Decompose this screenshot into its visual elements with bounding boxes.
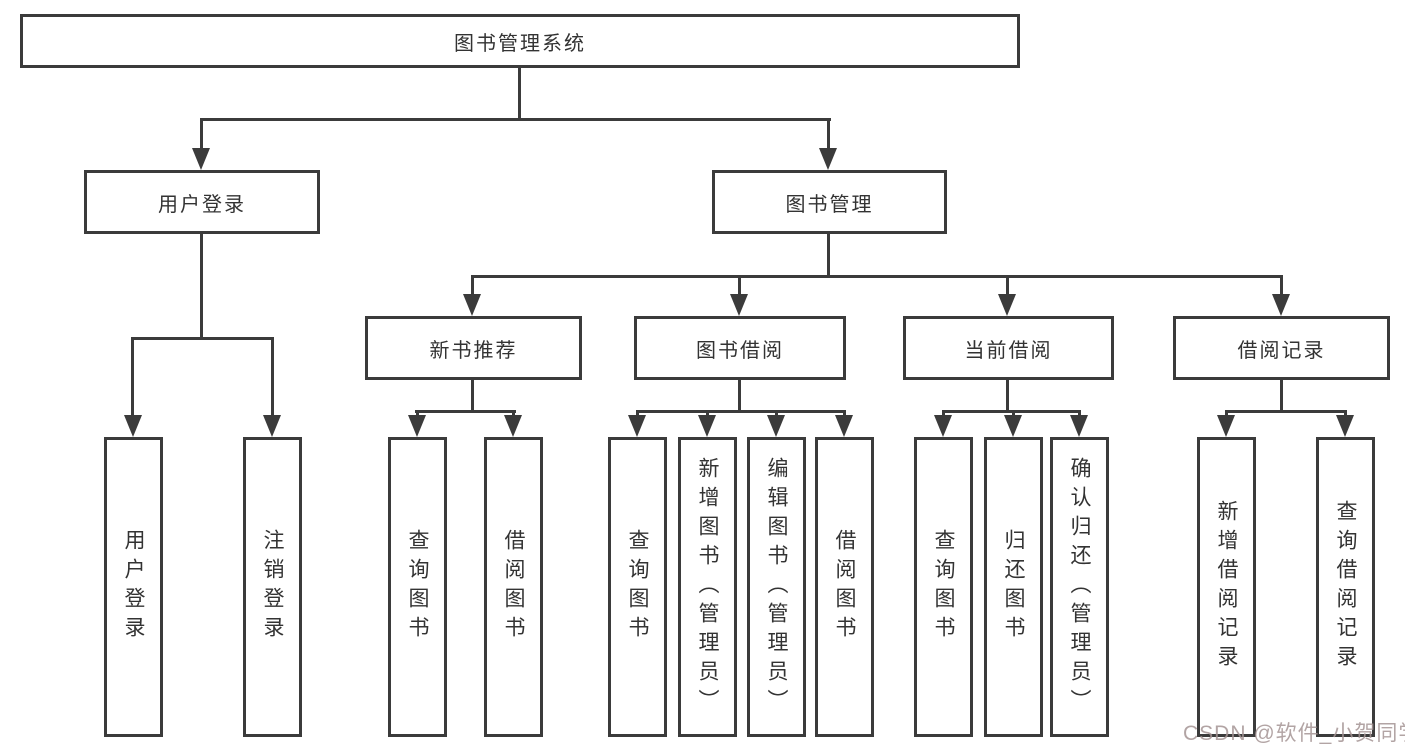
node-root: 图书管理系统 xyxy=(20,14,1020,68)
connector-line xyxy=(827,118,830,152)
arrow-head xyxy=(835,415,853,437)
connector-line xyxy=(942,410,945,419)
node-label: 用户登录 xyxy=(122,529,145,645)
node-label: 查询借阅记录 xyxy=(1334,500,1357,674)
node-label: 新书推荐 xyxy=(429,339,518,362)
node-label: 图书管理 xyxy=(785,193,874,216)
arrow-head xyxy=(192,148,210,170)
connector-line xyxy=(518,66,521,120)
connector-line xyxy=(1006,378,1009,410)
leaf-borrow-books: 借阅图书 xyxy=(815,437,874,737)
arrow-head xyxy=(934,415,952,437)
arrow-head xyxy=(124,415,142,437)
connector-line xyxy=(775,410,778,419)
leaf-add-book-admin: 新增图书（管理员） xyxy=(678,437,737,737)
node-label: 查询图书 xyxy=(406,529,429,645)
arrow-head xyxy=(1004,415,1022,437)
leaf-query-books-recommend: 查询图书 xyxy=(388,437,447,737)
connector-line xyxy=(471,378,474,410)
arrow-head xyxy=(1336,415,1354,437)
leaf-borrow-books-recommend: 借阅图书 xyxy=(484,437,543,737)
leaf-add-borrow-record: 新增借阅记录 xyxy=(1197,437,1256,737)
node-label: 新增图书（管理员） xyxy=(696,456,719,718)
node-label: 借阅记录 xyxy=(1237,339,1326,362)
leaf-user-login: 用户登录 xyxy=(104,437,163,737)
connector-line xyxy=(200,232,203,337)
arrow-head xyxy=(504,415,522,437)
node-label: 确认归还（管理员） xyxy=(1068,456,1091,718)
connector-line xyxy=(1280,378,1283,410)
connector-line xyxy=(1280,275,1283,297)
node-label: 新增借阅记录 xyxy=(1215,500,1238,674)
node-label: 查询图书 xyxy=(626,529,649,645)
connector-line xyxy=(738,275,741,297)
connector-line xyxy=(471,275,1283,278)
connector-line xyxy=(200,118,203,152)
leaf-edit-book-admin: 编辑图书（管理员） xyxy=(747,437,806,737)
watermark: CSDN @软件_小贺同学 xyxy=(1183,722,1405,745)
arrow-head xyxy=(463,294,481,316)
arrow-head xyxy=(698,415,716,437)
connector-line xyxy=(1012,410,1015,419)
arrow-head xyxy=(263,415,281,437)
node-label: 归还图书 xyxy=(1002,529,1025,645)
connector-line xyxy=(1344,410,1347,419)
arrow-head xyxy=(730,294,748,316)
arrow-head xyxy=(1217,415,1235,437)
arrow-head xyxy=(628,415,646,437)
connector-line xyxy=(738,378,741,410)
arrow-head xyxy=(408,415,426,437)
node-label: 查询图书 xyxy=(932,529,955,645)
connector-line xyxy=(271,337,274,419)
arrow-head xyxy=(767,415,785,437)
node-label: 借阅图书 xyxy=(502,529,525,645)
connector-line xyxy=(1006,275,1009,297)
connector-line xyxy=(131,337,274,340)
node-label: 图书管理系统 xyxy=(454,32,586,55)
connector-line xyxy=(471,275,474,297)
node-label: 注销登录 xyxy=(261,529,284,645)
connector-line xyxy=(1225,410,1347,413)
arrow-head xyxy=(1070,415,1088,437)
connector-line xyxy=(200,118,831,121)
leaf-query-books-current: 查询图书 xyxy=(914,437,973,737)
node-user-login: 用户登录 xyxy=(84,170,320,234)
node-label: 用户登录 xyxy=(158,193,246,216)
leaf-query-books-borrow: 查询图书 xyxy=(608,437,667,737)
node-label: 当前借阅 xyxy=(964,339,1053,362)
connector-line xyxy=(636,410,639,419)
node-label: 编辑图书（管理员） xyxy=(765,456,788,718)
leaf-return-book: 归还图书 xyxy=(984,437,1043,737)
connector-line xyxy=(636,410,846,413)
connector-line xyxy=(706,410,709,419)
connector-line xyxy=(1078,410,1081,419)
connector-line xyxy=(843,410,846,419)
connector-line xyxy=(827,232,830,275)
arrow-head xyxy=(1272,294,1290,316)
connector-line xyxy=(1225,410,1228,419)
node-book-borrow: 图书借阅 xyxy=(634,316,846,380)
leaf-logout: 注销登录 xyxy=(243,437,302,737)
node-label: 借阅图书 xyxy=(833,529,856,645)
connector-line xyxy=(416,410,419,419)
leaf-query-borrow-record: 查询借阅记录 xyxy=(1316,437,1375,737)
node-label: 图书借阅 xyxy=(696,339,784,362)
node-borrow-records: 借阅记录 xyxy=(1173,316,1390,380)
connector-line xyxy=(131,337,134,419)
arrow-head xyxy=(819,148,837,170)
node-book-management: 图书管理 xyxy=(712,170,947,234)
node-current-borrow: 当前借阅 xyxy=(903,316,1114,380)
node-new-book-recommend: 新书推荐 xyxy=(365,316,582,380)
arrow-head xyxy=(998,294,1016,316)
connector-line xyxy=(415,410,516,413)
connector-line xyxy=(942,410,1081,413)
leaf-confirm-return-admin: 确认归还（管理员） xyxy=(1050,437,1109,737)
connector-line xyxy=(512,410,515,419)
